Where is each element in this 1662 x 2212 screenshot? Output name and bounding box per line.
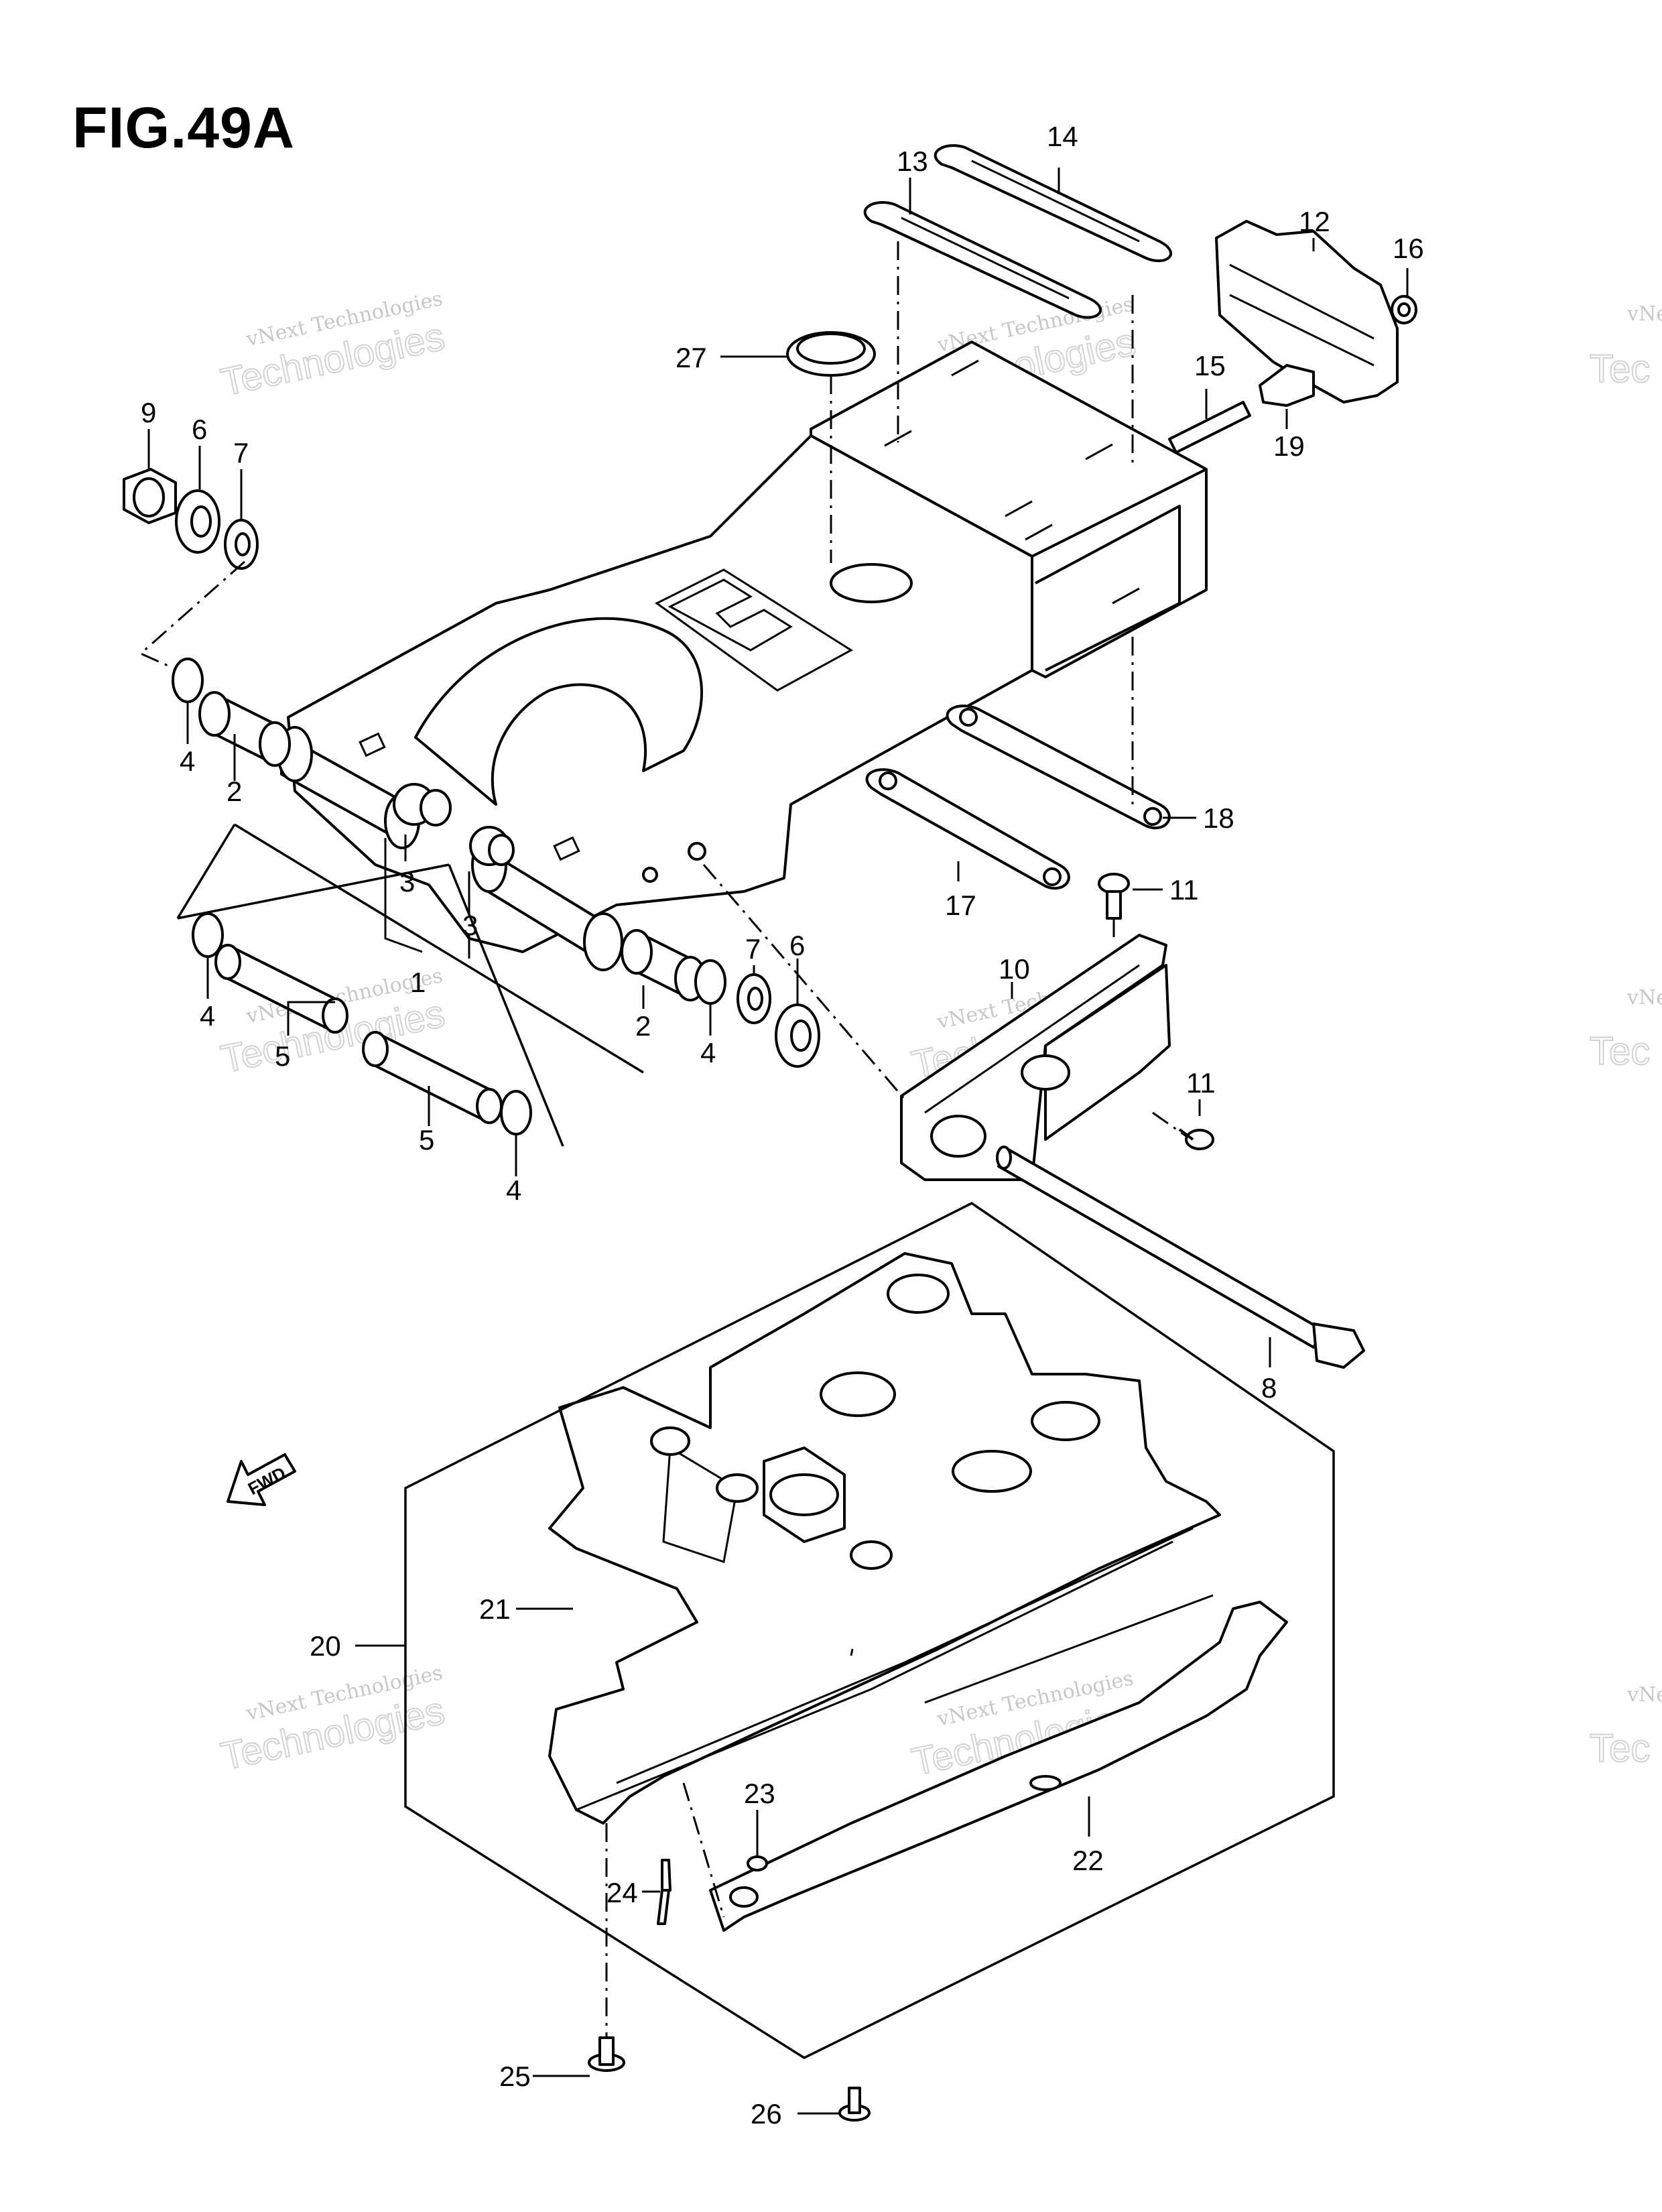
centerline xyxy=(139,560,245,668)
callout-3: 3 xyxy=(462,910,478,941)
callout-16: 16 xyxy=(1393,233,1424,264)
callout-5: 5 xyxy=(275,1040,290,1072)
bolt-11-lower xyxy=(1178,1128,1214,1150)
washer-7-lower xyxy=(737,973,771,1024)
assembly-outline-1-left xyxy=(176,824,564,1147)
assembly-outline-1 xyxy=(234,823,644,1074)
assembly-outline-20 xyxy=(404,1201,1335,2060)
damper-19 xyxy=(1259,364,1315,407)
through-bolt-8 xyxy=(996,1146,1365,1369)
callout-4: 4 xyxy=(200,1000,215,1032)
bearing-2-right xyxy=(621,929,706,1001)
leader-lines xyxy=(147,168,1409,2115)
centerline xyxy=(850,1648,854,1656)
nut-23 xyxy=(747,1855,768,1871)
callout-23: 23 xyxy=(744,1778,775,1809)
centerline xyxy=(682,1782,725,1918)
nut-16 xyxy=(1391,295,1417,324)
screw-25 xyxy=(588,2036,625,2072)
figure-title: FIG.49A xyxy=(72,96,295,160)
callout-4: 4 xyxy=(506,1174,521,1206)
callout-25: 25 xyxy=(499,2061,531,2092)
washer-7-upper xyxy=(224,519,259,570)
callout-2: 2 xyxy=(635,1010,651,1042)
watermark-text: vNe xyxy=(1626,302,1662,326)
callout-24: 24 xyxy=(606,1877,638,1908)
callout-7: 7 xyxy=(233,437,249,469)
callout-4: 4 xyxy=(180,745,195,777)
watermark-text: vNe xyxy=(1626,1683,1662,1707)
callout-3: 3 xyxy=(399,866,415,898)
swivel-bracket-part xyxy=(277,341,1208,971)
callout-18: 18 xyxy=(1203,802,1234,834)
callout-21: 21 xyxy=(479,1593,511,1625)
stopper-bracket-10 xyxy=(900,934,1171,1181)
centerline xyxy=(702,864,906,1100)
callout-11: 11 xyxy=(1169,874,1199,906)
seal-ring-4c xyxy=(694,959,726,1005)
watermark-text: vNe xyxy=(1626,986,1662,1009)
callout-10: 10 xyxy=(999,953,1030,985)
plate-18 xyxy=(946,704,1171,830)
bearing-2-left xyxy=(198,691,291,767)
callout-1: 1 xyxy=(410,967,426,998)
seal-ring-4a xyxy=(172,658,204,703)
nut-9 xyxy=(123,468,177,524)
screw-26 xyxy=(838,2087,871,2122)
callout-22: 22 xyxy=(1072,1845,1104,1876)
spacer-3-left xyxy=(393,783,452,826)
callout-13: 13 xyxy=(897,145,928,177)
rivet-24 xyxy=(657,1859,672,1925)
callout-7: 7 xyxy=(745,933,761,965)
callout-6: 6 xyxy=(789,930,805,961)
cover-plate-12 xyxy=(1215,220,1399,404)
centerline xyxy=(1152,1111,1187,1138)
watermark-text: Tec xyxy=(1590,1030,1650,1073)
washer-6-lower xyxy=(775,1003,820,1068)
plate-14 xyxy=(934,144,1173,263)
callout-11: 11 xyxy=(1186,1067,1216,1099)
callout-14: 14 xyxy=(1047,121,1078,152)
seal-ring-4d xyxy=(500,1090,532,1135)
spacer-3-right xyxy=(469,826,515,866)
watermark-text: Tec xyxy=(1590,347,1650,391)
pin-5-lower xyxy=(362,1031,503,1124)
callout-2: 2 xyxy=(227,776,242,807)
stud-15 xyxy=(1168,401,1251,454)
grommet-27 xyxy=(786,331,876,377)
watermark-text: Tec xyxy=(1590,1727,1650,1770)
bolt-11-upper xyxy=(1098,873,1130,920)
callout-17: 17 xyxy=(945,889,976,921)
clamp-bracket-20 xyxy=(548,1252,1221,1825)
callout-9: 9 xyxy=(141,397,156,428)
callout-6: 6 xyxy=(192,414,207,445)
callout-15: 15 xyxy=(1194,350,1226,381)
forward-direction-marker: FWD xyxy=(227,1453,296,1506)
callout-numbers: 9 6 7 4 2 3 3 1 4 5 5 4 2 4 7 6 27 13 14… xyxy=(141,121,1424,2130)
callout-5: 5 xyxy=(419,1124,434,1156)
plate-13 xyxy=(863,201,1102,319)
callout-26: 26 xyxy=(751,2098,782,2130)
callout-4: 4 xyxy=(700,1037,716,1068)
pin-5-upper xyxy=(214,944,348,1034)
washer-6-upper xyxy=(175,489,220,554)
plate-17 xyxy=(865,768,1070,890)
anode-22 xyxy=(709,1594,1288,1932)
callout-12: 12 xyxy=(1299,206,1330,237)
callout-19: 19 xyxy=(1273,430,1305,462)
callout-27: 27 xyxy=(676,342,707,373)
callout-8: 8 xyxy=(1261,1372,1277,1404)
callout-20: 20 xyxy=(310,1630,341,1662)
